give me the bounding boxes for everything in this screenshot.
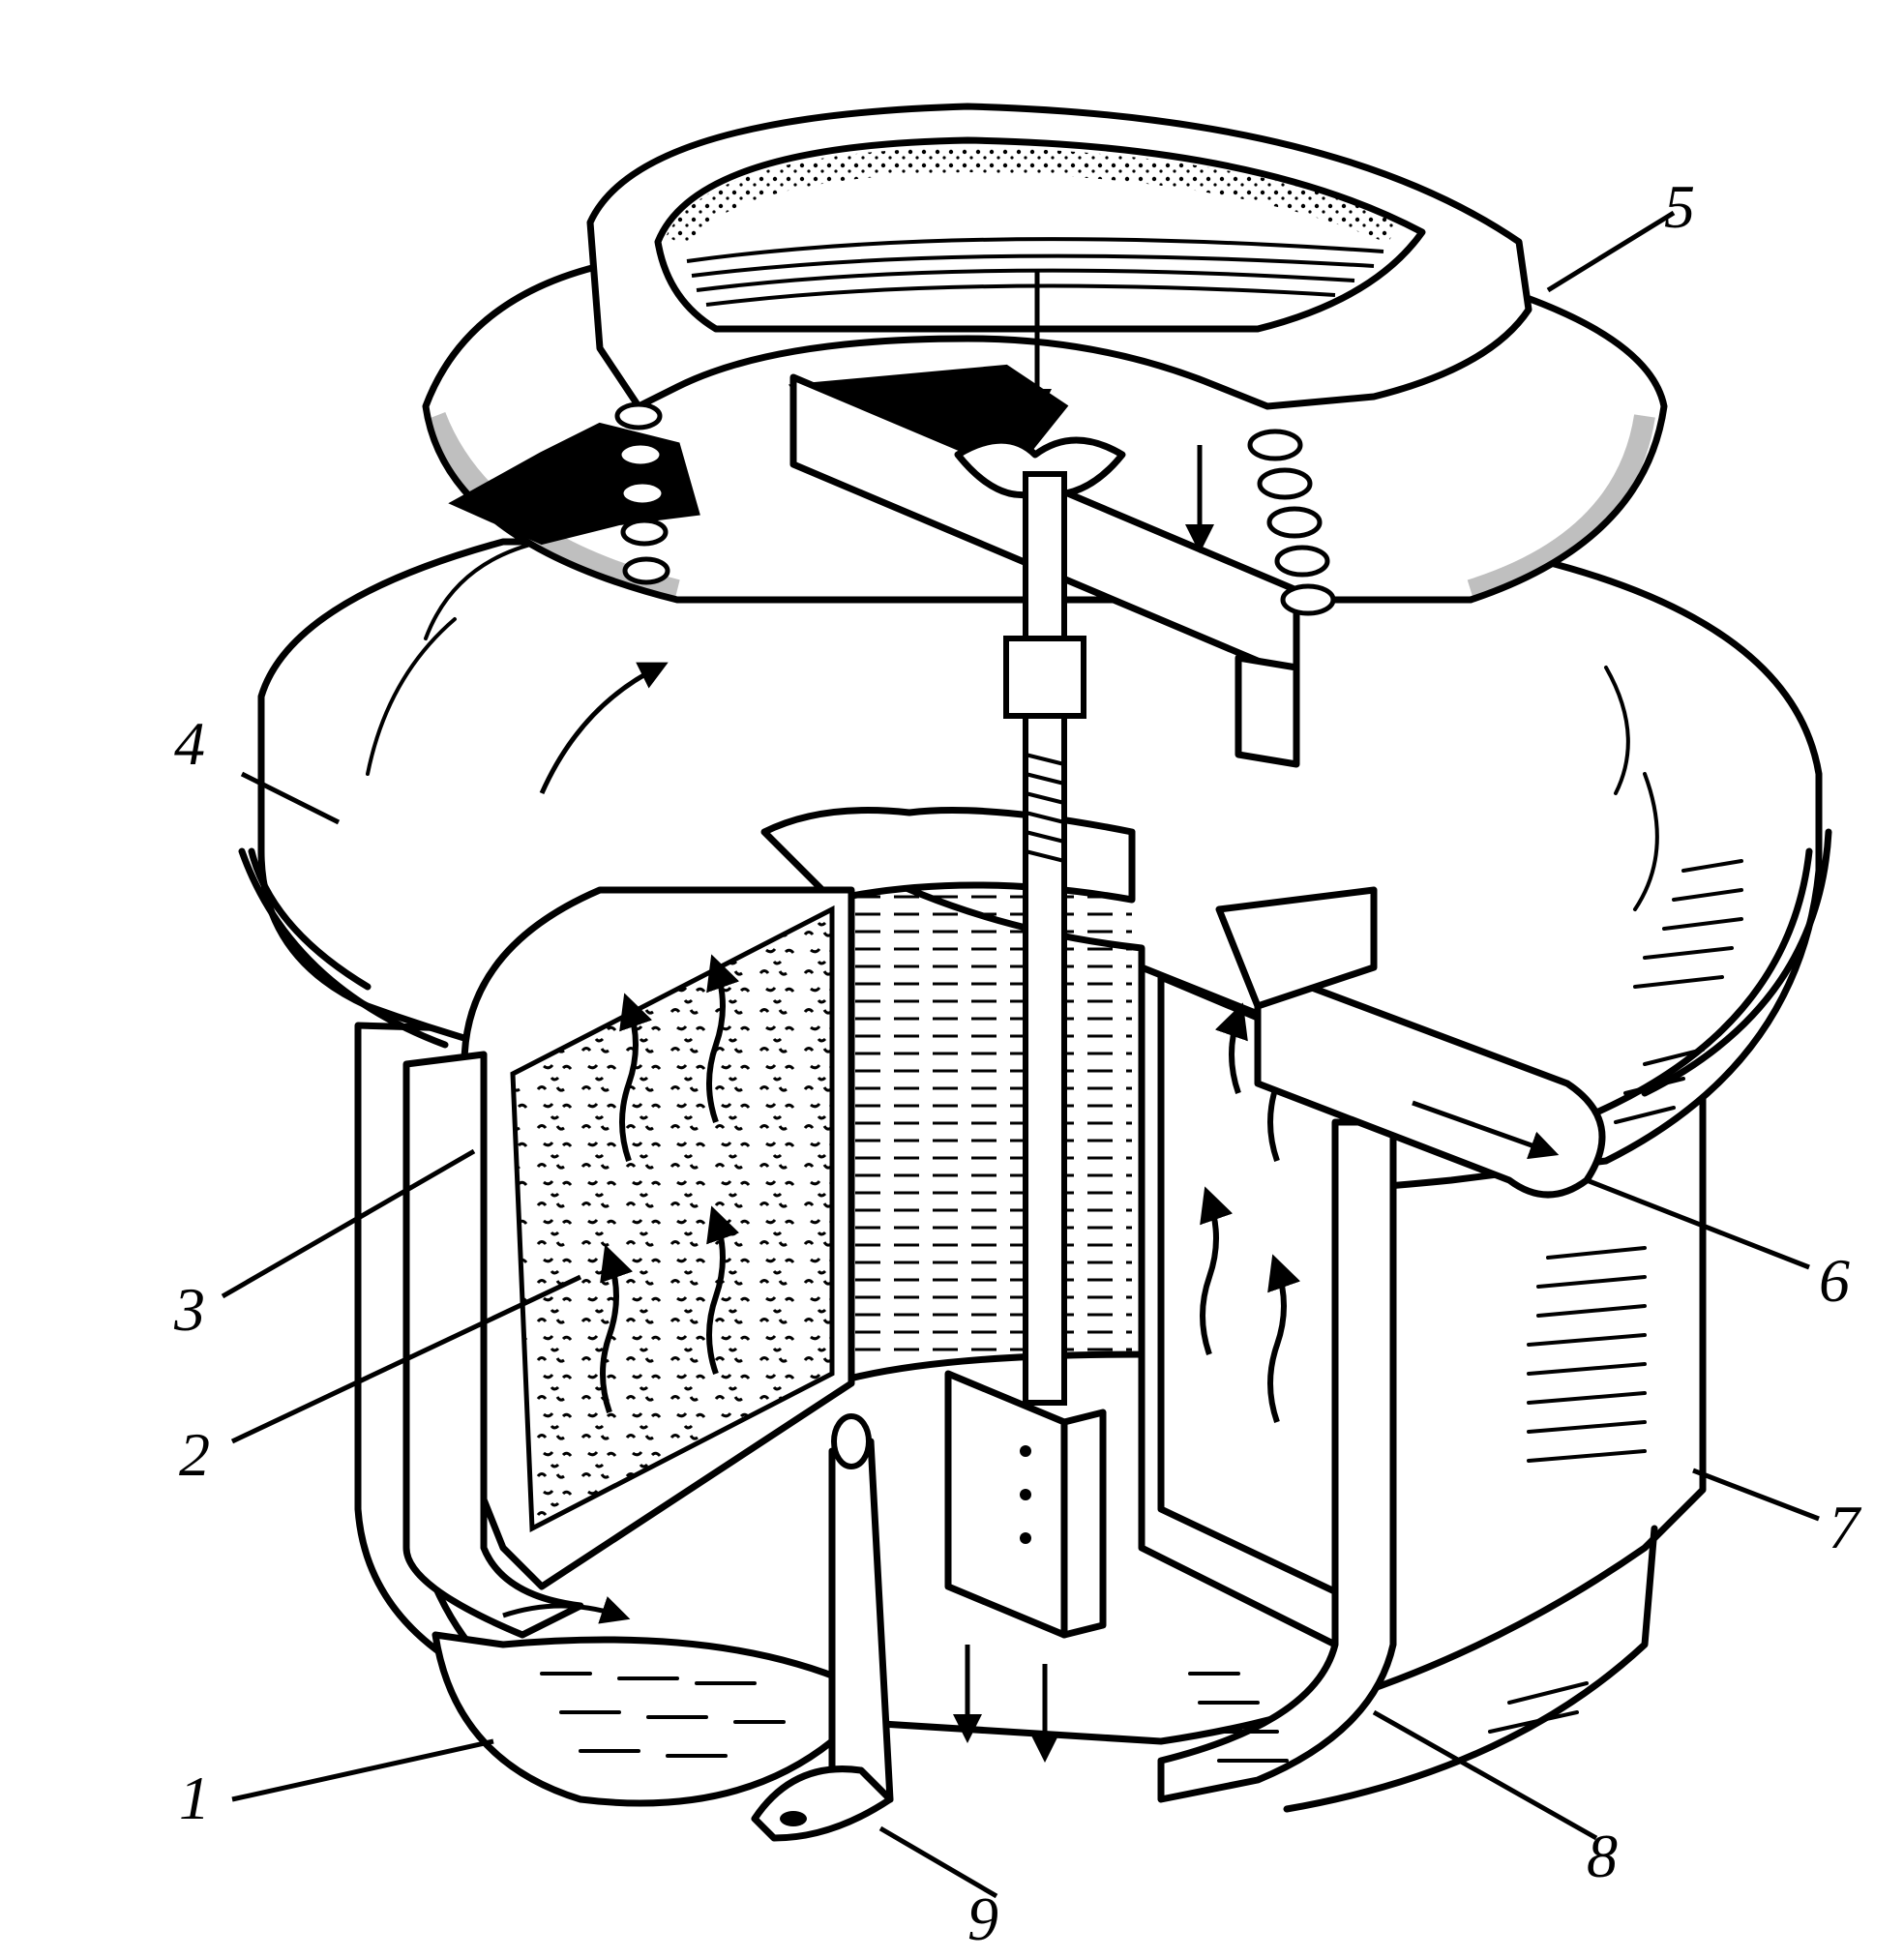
left-filter-element (402, 662, 855, 1639)
callout-numbers: 1 2 3 4 5 6 7 8 9 (173, 172, 1862, 1953)
callout-9: 9 (967, 1884, 998, 1953)
callout-1: 1 (179, 1764, 210, 1832)
callout-2: 2 (179, 1420, 210, 1489)
callout-4: 4 (174, 709, 205, 778)
callout-3: 3 (173, 1275, 205, 1344)
callout-7: 7 (1829, 1493, 1862, 1561)
callout-5: 5 (1664, 172, 1695, 241)
sediment-bowl (431, 1631, 855, 1807)
right-filter-element (1138, 964, 1397, 1803)
leader-lines (221, 210, 1820, 1899)
drain-plug (751, 1413, 894, 1842)
callout-8: 8 (1587, 1822, 1618, 1890)
callout-6: 6 (1819, 1246, 1850, 1315)
